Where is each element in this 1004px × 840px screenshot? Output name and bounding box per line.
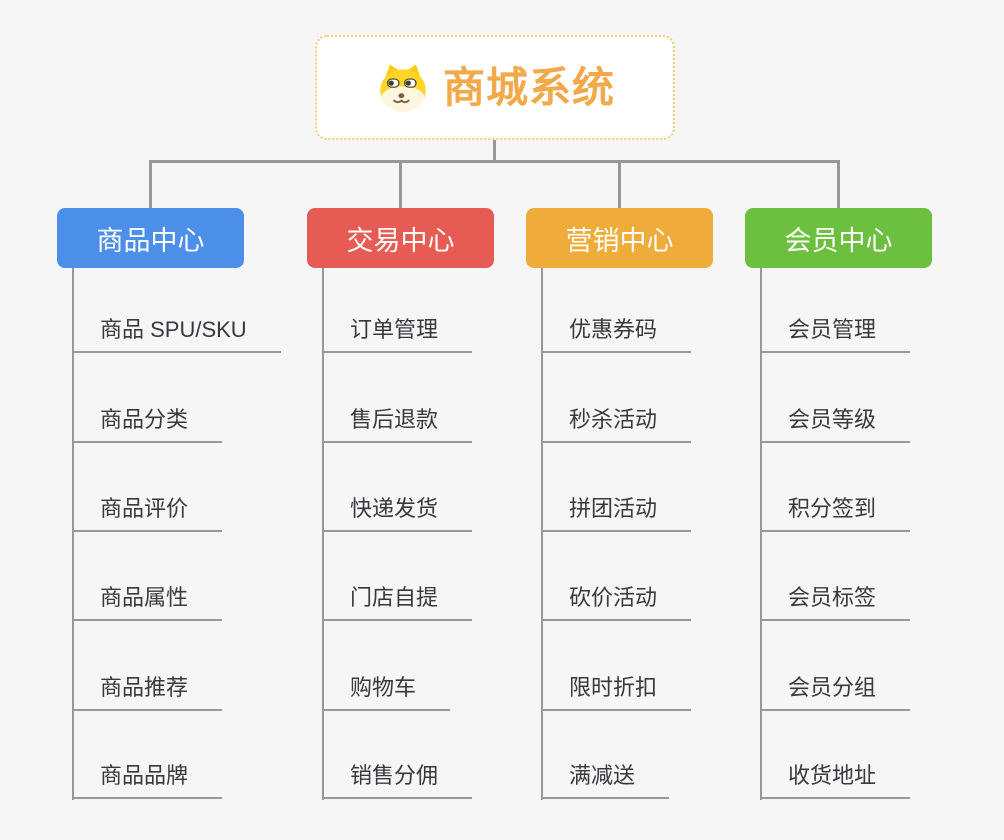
child-node[interactable]: 售后退款: [322, 407, 473, 443]
children-column-member: 会员管理 会员等级 积分签到 会员标签 会员分组 收货地址: [760, 268, 1004, 803]
child-node[interactable]: 商品推荐: [72, 675, 223, 711]
branch-rail-trade: [322, 268, 324, 800]
child-node[interactable]: 秒杀活动: [541, 407, 692, 443]
dog-face-icon: [380, 63, 426, 112]
child-node[interactable]: 拼团活动: [541, 496, 692, 532]
child-node[interactable]: 购物车: [322, 675, 451, 711]
child-node[interactable]: 订单管理: [322, 317, 473, 353]
child-node[interactable]: 商品 SPU/SKU: [72, 317, 281, 353]
branch-node-trade-center[interactable]: 交易中心: [307, 208, 494, 268]
branch-rail-marketing: [541, 268, 543, 800]
children-column-marketing: 优惠券码 秒杀活动 拼团活动 砍价活动 限时折扣 满减送: [541, 268, 791, 803]
child-node[interactable]: 商品属性: [72, 585, 223, 621]
child-node[interactable]: 商品分类: [72, 407, 223, 443]
branch-node-member-center[interactable]: 会员中心: [745, 208, 932, 268]
child-node[interactable]: 收货地址: [760, 763, 911, 799]
child-node[interactable]: 商品评价: [72, 496, 223, 532]
branch-node-product-center[interactable]: 商品中心: [57, 208, 244, 268]
branch-rail-product: [72, 268, 74, 800]
child-node[interactable]: 积分签到: [760, 496, 911, 532]
child-node[interactable]: 会员标签: [760, 585, 911, 621]
child-node[interactable]: 商品品牌: [72, 763, 223, 799]
connector-drop-member: [837, 160, 840, 208]
child-node[interactable]: 销售分佣: [322, 763, 473, 799]
children-column-trade: 订单管理 售后退款 快递发货 门店自提 购物车 销售分佣: [322, 268, 572, 803]
child-node[interactable]: 快递发货: [322, 496, 473, 532]
child-node[interactable]: 限时折扣: [541, 675, 692, 711]
connector-drop-product: [149, 160, 152, 208]
branch-node-marketing-center[interactable]: 营销中心: [526, 208, 713, 268]
connector-drop-trade: [399, 160, 402, 208]
child-node[interactable]: 优惠券码: [541, 317, 692, 353]
children-column-product: 商品 SPU/SKU 商品分类 商品评价 商品属性 商品推荐 商品品牌: [72, 268, 322, 803]
child-node[interactable]: 会员分组: [760, 675, 911, 711]
connector-drop-marketing: [618, 160, 621, 208]
root-node[interactable]: 商城系统: [315, 35, 675, 140]
child-node[interactable]: 满减送: [541, 763, 670, 799]
connector-horizontal-bar: [149, 160, 840, 163]
child-node[interactable]: 门店自提: [322, 585, 473, 621]
root-title: 商城系统: [442, 63, 615, 111]
connector-root-stub: [493, 140, 496, 162]
child-node[interactable]: 会员管理: [760, 317, 911, 353]
child-node[interactable]: 会员等级: [760, 407, 911, 443]
child-node[interactable]: 砍价活动: [541, 585, 692, 621]
branch-rail-member: [760, 268, 762, 800]
